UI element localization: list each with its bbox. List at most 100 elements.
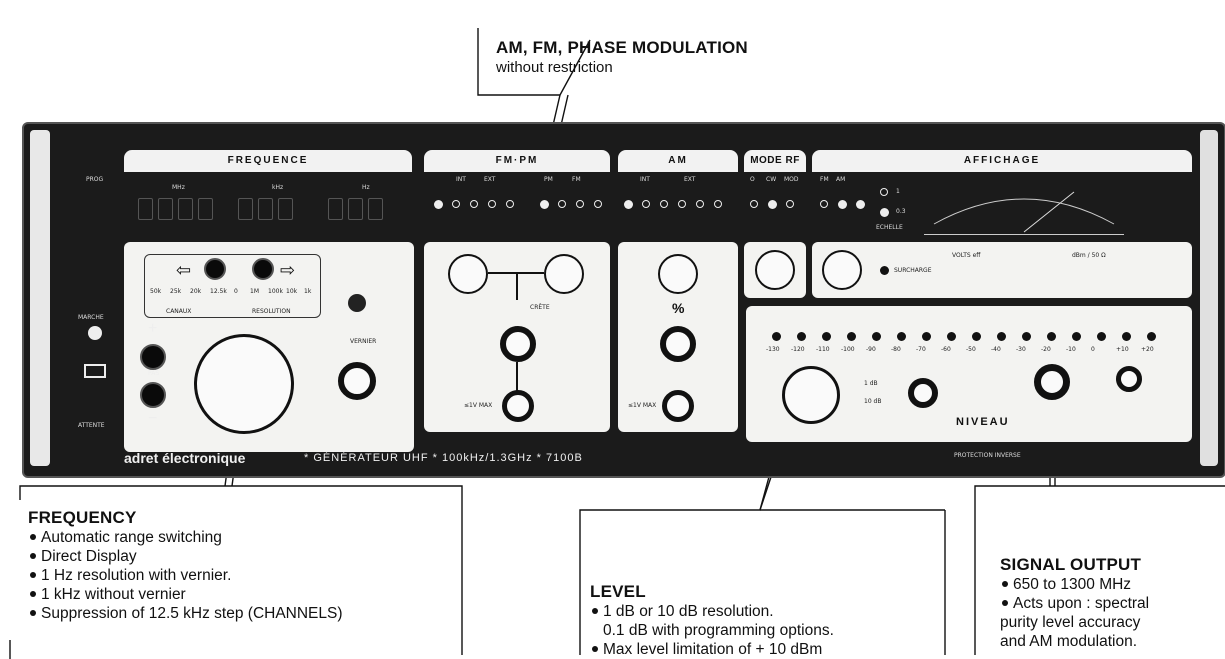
level-step-led xyxy=(797,332,806,341)
level-scale-label: -20 xyxy=(1041,346,1051,353)
fmpm-led xyxy=(470,200,478,208)
level-step-led xyxy=(1097,332,1106,341)
unit-mhz: MHz xyxy=(172,184,185,191)
channel-label: 50k xyxy=(150,288,162,295)
level-step-led xyxy=(1022,332,1031,341)
level-scale-label: -100 xyxy=(841,346,855,353)
brand-logo: adret électronique xyxy=(124,450,246,466)
digit xyxy=(348,198,363,220)
model-line: * GÉNÉRATEUR UHF * 100kHz/1.3GHz * 7100B xyxy=(304,452,583,464)
display-select-knob[interactable] xyxy=(822,250,862,290)
digit xyxy=(178,198,193,220)
channel-label: 20k xyxy=(190,288,202,295)
signal-output-line: Acts upon : spectral xyxy=(1000,594,1149,613)
frequency-tuning-knob[interactable] xyxy=(194,334,294,434)
step-up-button[interactable] xyxy=(252,258,274,280)
fmpm-control-panel: CRÊTE ≤1V MAX xyxy=(424,242,610,432)
pm-led-on xyxy=(540,200,549,209)
signal-output-line: and AM modulation. xyxy=(1000,633,1138,650)
fm-deviation-knob[interactable] xyxy=(448,254,488,294)
level-scale-label: -40 xyxy=(991,346,1001,353)
level-bullet: 0.1 dB with programming options. xyxy=(603,622,834,639)
level-scale-label: -50 xyxy=(966,346,976,353)
ground-connector[interactable] xyxy=(1116,366,1142,392)
mode-led xyxy=(750,200,758,208)
fm-level-knob[interactable] xyxy=(500,326,536,362)
am-ext-input-connector[interactable] xyxy=(662,390,694,422)
vernier-knob[interactable] xyxy=(338,362,376,400)
level-step-led xyxy=(972,332,981,341)
am-depth-knob[interactable] xyxy=(658,254,698,294)
level-scale-label: -90 xyxy=(866,346,876,353)
level-step-led xyxy=(1047,332,1056,341)
fm-ext-input-connector[interactable] xyxy=(502,390,534,422)
section-affichage: AFFICHAGE xyxy=(812,150,1192,172)
am-percent-label: % xyxy=(672,300,685,316)
channel-label: 12.5k xyxy=(210,288,227,295)
level-step-led xyxy=(922,332,931,341)
mode-rf-knob[interactable] xyxy=(755,250,795,290)
am-led xyxy=(660,200,668,208)
fm-label: FM xyxy=(572,176,581,183)
level-knob[interactable] xyxy=(782,366,840,424)
instrument-front-panel: FREQUENCE FM·PM AM MODE RF AFFICHAGE PRO… xyxy=(22,122,1225,478)
aff-fm-label: FM xyxy=(820,176,829,183)
power-on-button[interactable] xyxy=(88,326,102,340)
fmpm-led xyxy=(452,200,460,208)
am-max-label: ≤1V MAX xyxy=(628,402,657,409)
level-title: LEVEL xyxy=(590,582,646,601)
arrow-right-icon[interactable]: ⇨ xyxy=(280,260,296,280)
level-step-led xyxy=(1122,332,1131,341)
arrow-left-icon[interactable]: ⇦ xyxy=(176,260,192,280)
level-scale-label: 0 xyxy=(1091,346,1095,353)
level-step-led xyxy=(772,332,781,341)
level-bullets: 1 dB or 10 dB resolution. 0.1 dB with pr… xyxy=(590,602,834,659)
pm-label: PM xyxy=(544,176,553,183)
rf-output-connector[interactable] xyxy=(1034,364,1070,400)
level-vernier-knob[interactable] xyxy=(908,378,938,408)
level-step-led xyxy=(1072,332,1081,341)
channel-label: 25k xyxy=(170,288,182,295)
step-down-button[interactable] xyxy=(204,258,226,280)
mode-led xyxy=(786,200,794,208)
unit-khz: kHz xyxy=(272,184,284,191)
prog-label: PROG xyxy=(86,176,104,183)
analog-meter xyxy=(924,184,1124,235)
fm-led xyxy=(594,200,602,208)
am-ext-label: EXT xyxy=(684,176,696,183)
section-frequence: FREQUENCE xyxy=(124,150,412,172)
level-scale-label: -130 xyxy=(766,346,780,353)
level-scale-label: -120 xyxy=(791,346,805,353)
standby-icon xyxy=(84,364,106,378)
channel-label: 0 xyxy=(234,288,238,295)
step-minus-button[interactable] xyxy=(140,382,166,408)
frequency-bullet: Automatic range switching xyxy=(28,528,343,547)
mode-o-label: O xyxy=(750,176,755,183)
mode-cw-label: CW xyxy=(766,176,777,183)
step-plus-button[interactable] xyxy=(140,344,166,370)
am-led-on xyxy=(624,200,633,209)
am-level-knob[interactable] xyxy=(660,326,696,362)
channel-label: 1k xyxy=(304,288,312,295)
vernier-switch[interactable] xyxy=(348,294,366,312)
niveau-label: NIVEAU xyxy=(956,416,1010,428)
level-scale-label: -60 xyxy=(941,346,951,353)
canaux-label: CANAUX xyxy=(166,308,192,315)
marche-label: MARCHE xyxy=(78,314,104,321)
scale-led-on xyxy=(880,208,889,217)
signal-output-title: SIGNAL OUTPUT xyxy=(1000,555,1142,574)
plus-sign: + xyxy=(148,320,158,337)
level-step-led xyxy=(847,332,856,341)
pm-deviation-knob[interactable] xyxy=(544,254,584,294)
affichage-panel: SURCHARGE VOLTS eff dBm / 50 Ω xyxy=(812,242,1192,298)
volts-label: VOLTS eff xyxy=(952,252,981,259)
am-int-label: INT xyxy=(640,176,650,183)
am-led xyxy=(714,200,722,208)
left-rack-handle xyxy=(30,130,50,466)
mode-rf-panel xyxy=(744,242,806,298)
scale-led xyxy=(880,188,888,196)
scale-1-label: 1 xyxy=(896,188,900,195)
digit xyxy=(198,198,213,220)
channel-label: 10k xyxy=(286,288,298,295)
knob-link-line xyxy=(516,272,518,300)
